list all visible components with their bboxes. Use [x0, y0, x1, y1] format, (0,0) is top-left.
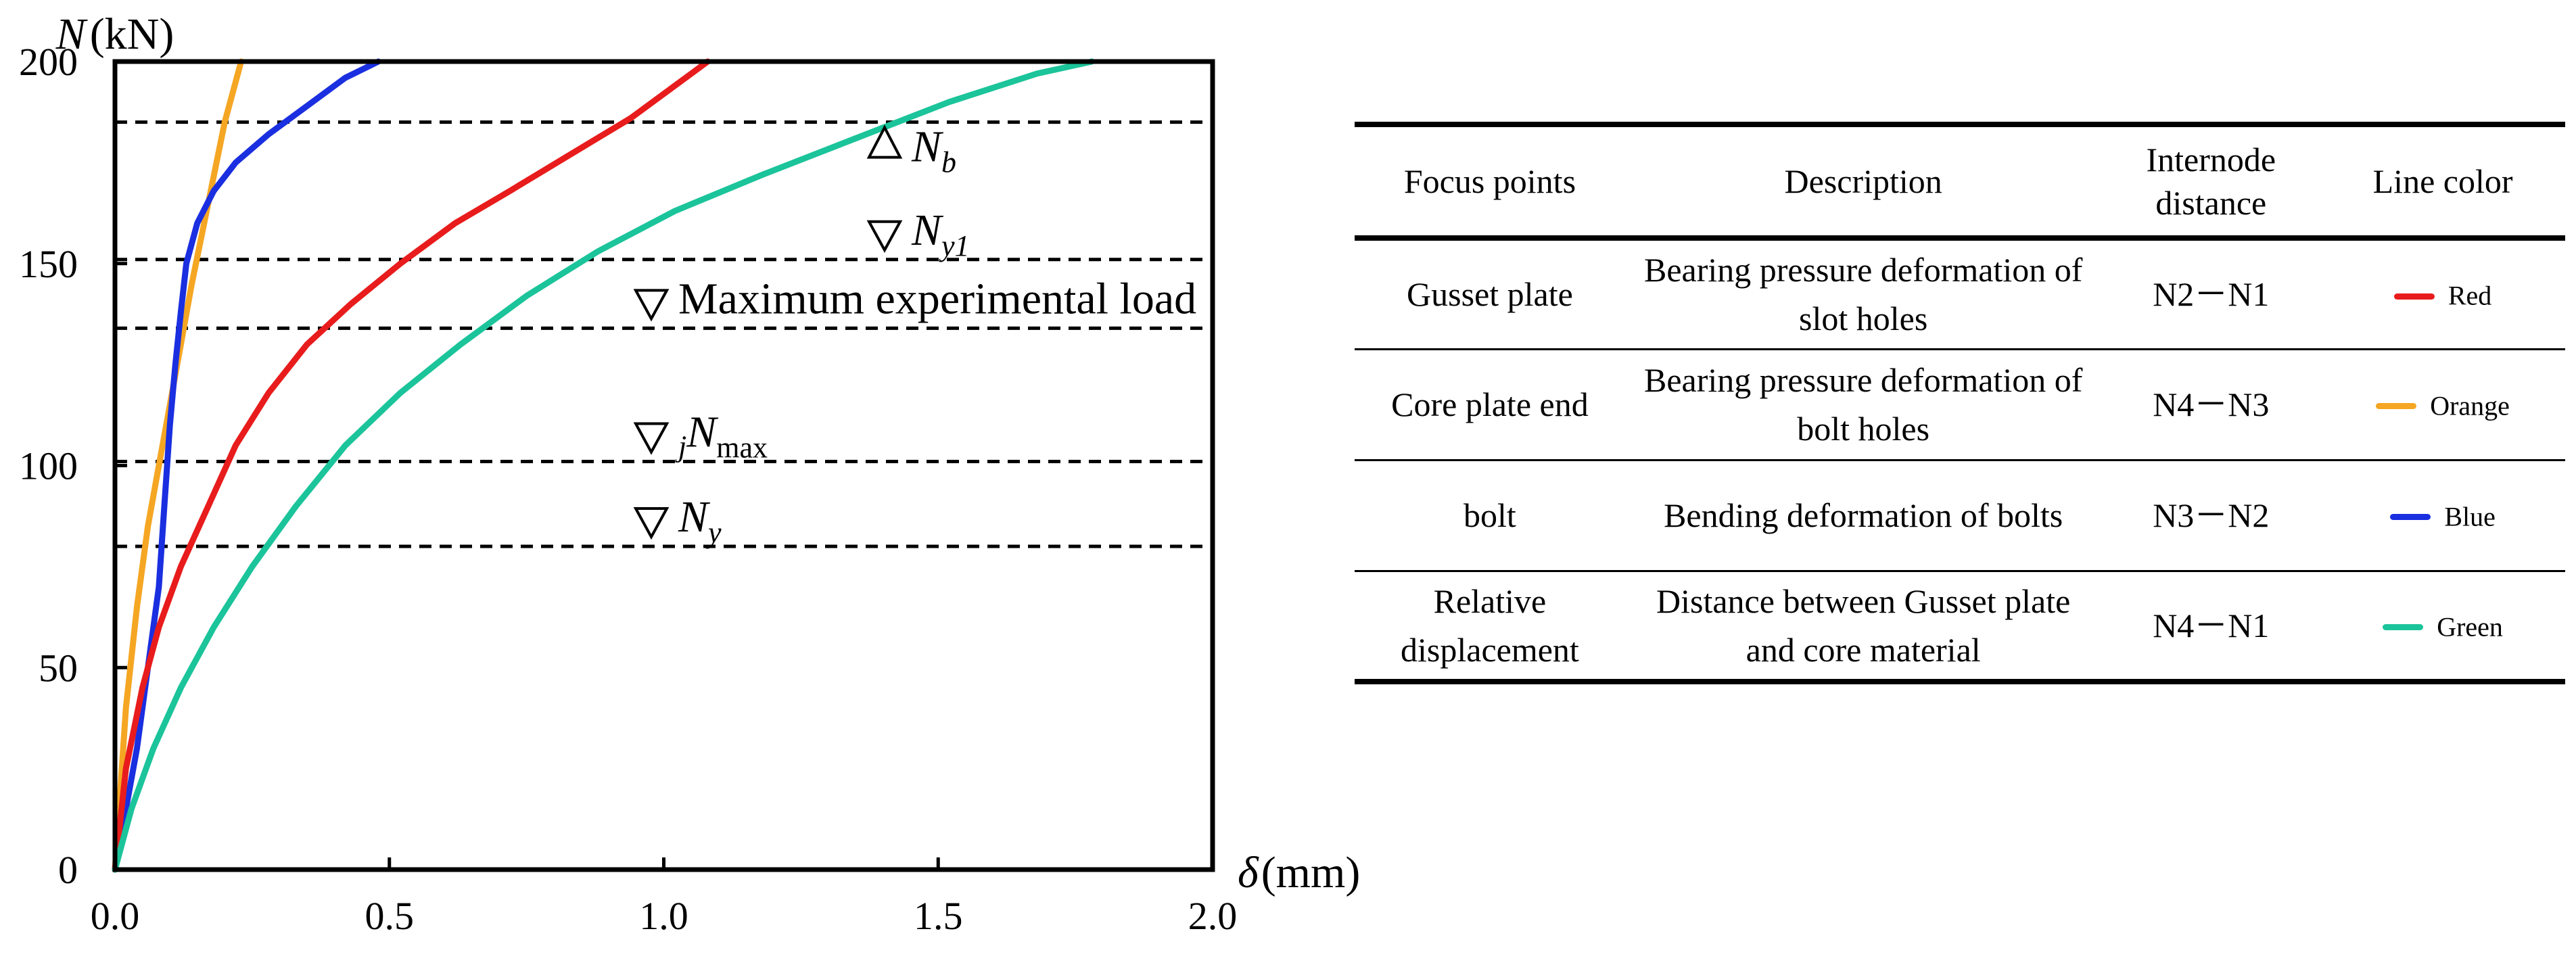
header-description: Description [1784, 162, 1942, 200]
y-tick-label: 200 [19, 40, 78, 84]
description-cell: Bending deformation of bolts [1664, 496, 2063, 534]
reference-label: Maximum experimental load [678, 274, 1196, 323]
triangle-down-icon [633, 507, 670, 540]
y-axis-symbol: N [55, 9, 89, 59]
series-line-red [112, 58, 711, 873]
green-swatch [2383, 624, 2424, 631]
triangle-down-icon [866, 220, 903, 253]
distance-cell: N4－N1 [2153, 606, 2270, 644]
focus-cell: Gusset plate [1407, 275, 1573, 314]
y-tick-label: 150 [19, 242, 78, 286]
reference-label: Ny [678, 492, 722, 549]
color-cell: Blue [2320, 460, 2565, 571]
reference-label: Ny1 [911, 206, 970, 262]
red-swatch [2393, 293, 2435, 300]
table-row: Gusset plate Bearing pressure deformatio… [1355, 238, 2565, 349]
header-line-color: Line color [2372, 162, 2513, 200]
x-axis-unit: (mm) [1261, 848, 1361, 897]
table-row: Relative displacement Distance between G… [1355, 571, 2565, 682]
focus-cell: Relative displacement [1401, 582, 1579, 669]
distance-cell: N2－N1 [2153, 275, 2270, 314]
table-row: bolt Bending deformation of bolts N3－N2 … [1355, 460, 2565, 571]
description-cell: Distance between Gusset plate and core m… [1656, 582, 2071, 669]
axis-ticks: 0.0 0.5 1.0 1.5 2.0 0 50 100 150 200 [19, 40, 1237, 938]
description-cell: Bearing pressure deformation of slot hol… [1643, 251, 2083, 338]
x-tick-label: 0.5 [365, 894, 415, 938]
color-name: Orange [2430, 390, 2510, 421]
series-line-green [112, 58, 1095, 873]
orange-swatch [2376, 403, 2417, 410]
table-row: Core plate end Bearing pressure deformat… [1355, 349, 2565, 460]
series-line-blue [112, 58, 381, 873]
y-axis-unit: (kN) [90, 9, 174, 59]
color-cell: Green [2320, 571, 2565, 682]
x-tick-label: 0.0 [91, 894, 140, 938]
distance-cell: N4－N3 [2153, 385, 2270, 423]
color-cell: Red [2320, 238, 2565, 349]
reference-label: Nb [911, 122, 956, 179]
triangle-up-icon [866, 124, 903, 159]
y-tick-label: 100 [19, 444, 78, 488]
y-axis-title: N(kN) [55, 9, 174, 59]
distance-cell: N3－N2 [2153, 496, 2270, 534]
x-tick-label: 2.0 [1188, 894, 1238, 938]
reference-lines [115, 120, 1213, 548]
color-name: Blue [2444, 501, 2496, 532]
legend-header-row: Focus points Description Internode dista… [1355, 124, 2565, 238]
reference-label: jNmax [675, 408, 768, 465]
x-tick-label: 1.0 [639, 894, 688, 938]
triangle-down-icon [633, 422, 670, 455]
series-line-orange [112, 58, 245, 873]
x-tick-label: 1.5 [914, 894, 963, 938]
header-internode-distance: Internode distance [2146, 141, 2276, 222]
description-cell: Bearing pressure deformation of bolt hol… [1643, 361, 2083, 448]
y-tick-label: 0 [58, 848, 78, 892]
plot-frame [112, 59, 1215, 872]
focus-cell: Core plate end [1391, 385, 1589, 423]
color-name: Green [2437, 611, 2503, 642]
triangle-down-icon [633, 289, 670, 322]
blue-swatch [2390, 514, 2431, 521]
x-axis-title: δ(mm) [1238, 848, 1360, 897]
legend-table: Focus points Description Internode dista… [1355, 122, 2565, 684]
focus-cell: bolt [1463, 496, 1516, 534]
x-axis-symbol: δ [1238, 848, 1259, 897]
series-group [112, 58, 1095, 873]
color-name: Red [2448, 281, 2492, 312]
color-cell: Orange [2320, 349, 2565, 460]
y-tick-label: 50 [39, 646, 78, 690]
header-focus-points: Focus points [1403, 162, 1576, 200]
